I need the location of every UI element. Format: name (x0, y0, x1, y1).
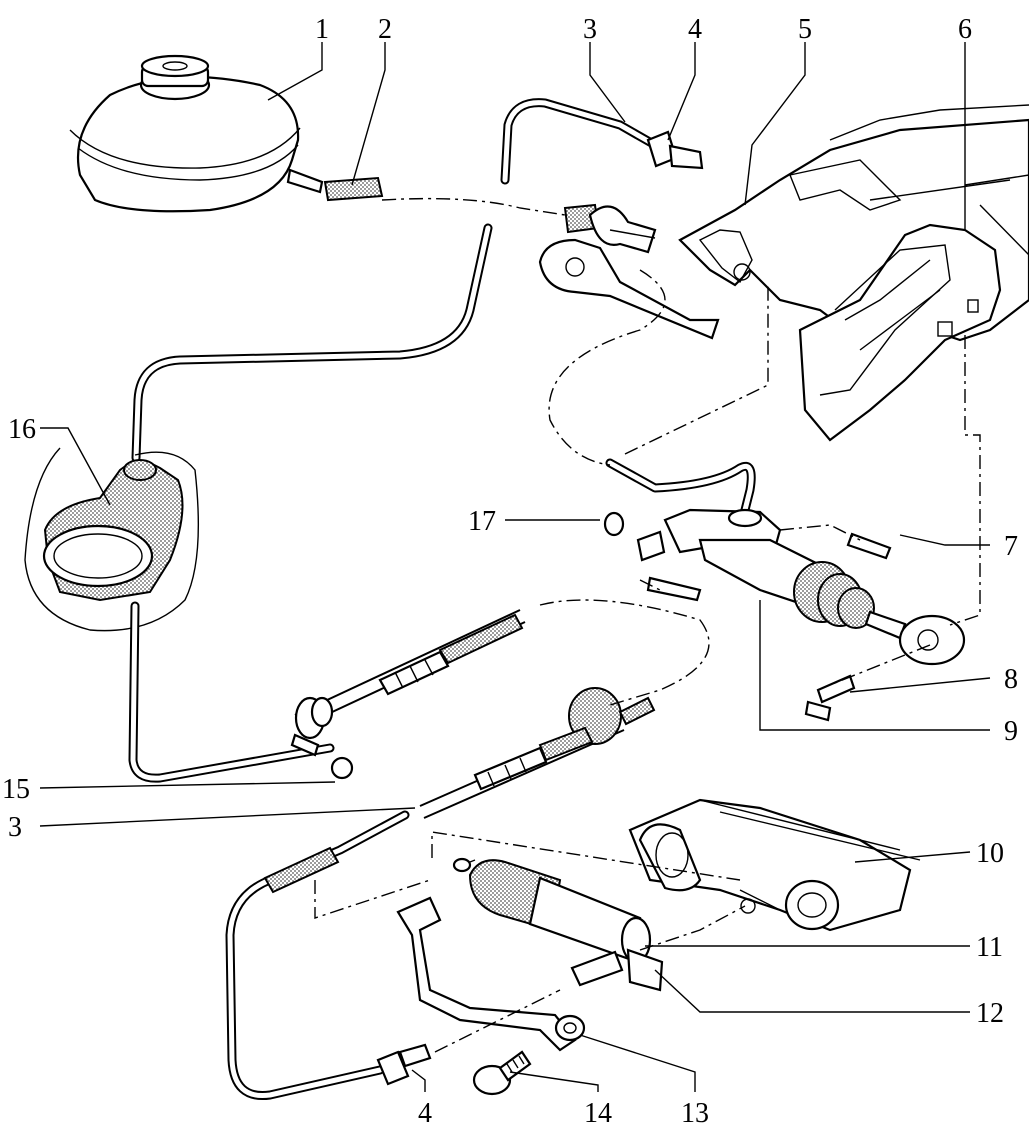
label-13: 13 (681, 1098, 709, 1129)
feed-pipe-lower (128, 601, 335, 783)
label-12: 12 (976, 998, 1004, 1029)
union-nut-upper (646, 130, 704, 170)
label-1: 1 (315, 14, 329, 45)
label-2: 2 (378, 14, 392, 45)
label-4-top: 4 (688, 14, 702, 45)
label-15: 15 (2, 774, 30, 805)
pedal-bracket (538, 203, 720, 340)
assembly-paths (314, 197, 981, 1053)
clutch-cable-upper (290, 609, 526, 780)
pedal-cluster-housing (798, 223, 1002, 442)
label-3-top: 3 (583, 14, 597, 45)
label-4-bottom: 4 (418, 1098, 432, 1129)
pressure-pipe-upper (500, 98, 660, 185)
clutch-cable-flex (225, 810, 410, 1101)
retaining-clip (804, 674, 856, 722)
label-11: 11 (976, 932, 1003, 963)
label-5: 5 (798, 14, 812, 45)
hose-sleeve (323, 176, 384, 202)
mounting-bolt (472, 1050, 532, 1096)
label-7: 7 (1004, 531, 1018, 562)
union-nut-lower (376, 1043, 432, 1086)
label-17: 17 (468, 506, 496, 537)
master-cylinder (603, 458, 966, 666)
label-16: 16 (8, 414, 36, 445)
label-14: 14 (584, 1098, 612, 1129)
label-8: 8 (1004, 664, 1018, 695)
label-6: 6 (958, 14, 972, 45)
fluid-reservoir (69, 54, 324, 213)
label-9: 9 (1004, 716, 1018, 747)
bulkhead-grommet (24, 447, 200, 632)
supply-pipe (131, 223, 493, 463)
gearbox-housing (628, 798, 921, 932)
label-3-side: 3 (8, 812, 22, 843)
slave-bracket (396, 896, 586, 1052)
clutch-cable-lower (419, 687, 656, 819)
leader-lines (39, 42, 991, 1092)
label-10: 10 (976, 838, 1004, 869)
slave-cylinder (452, 857, 664, 992)
part-labels: 1 2 3 4 5 6 16 17 7 8 9 15 3 10 11 12 4 … (2, 14, 1018, 1129)
